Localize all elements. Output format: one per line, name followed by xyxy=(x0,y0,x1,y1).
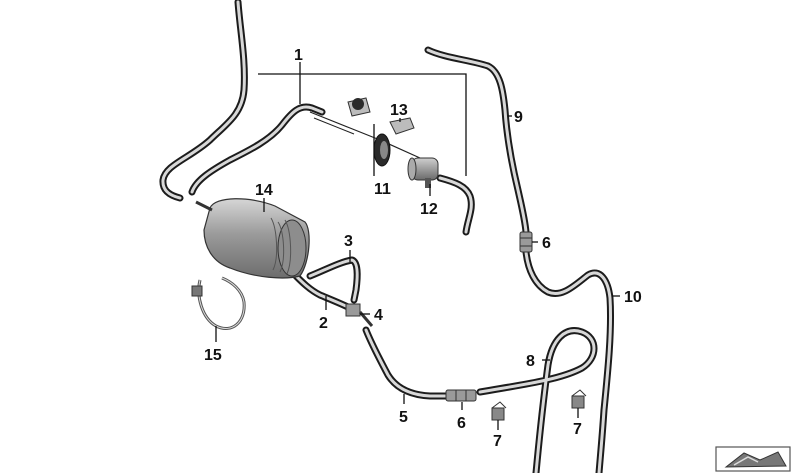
canister-14 xyxy=(195,198,310,279)
callout-4: 4 xyxy=(374,307,383,324)
leader-lines xyxy=(215,62,620,430)
callout-1: 1 xyxy=(294,47,303,64)
clip-7-right xyxy=(571,389,587,409)
hose-2 xyxy=(292,272,354,312)
callout-9: 9 xyxy=(514,109,523,126)
hose-10 xyxy=(522,248,615,473)
hose-5 xyxy=(362,326,450,400)
callout-7-left: 7 xyxy=(493,433,502,450)
hose-3 xyxy=(306,256,361,304)
valve-12 xyxy=(407,157,439,188)
callout-2: 2 xyxy=(319,315,328,332)
connector-6-lower xyxy=(445,389,477,402)
valve-ring-11 xyxy=(373,133,391,167)
vehicle-outline-icon xyxy=(715,446,791,472)
callout-3: 3 xyxy=(344,233,353,250)
connector-4 xyxy=(345,303,374,327)
callout-10: 10 xyxy=(624,289,642,306)
callout-6-lower: 6 xyxy=(457,415,466,432)
callout-13: 13 xyxy=(390,102,408,119)
callout-12: 12 xyxy=(420,201,438,218)
hose-1-right-end xyxy=(436,174,475,236)
callout-14: 14 xyxy=(255,182,273,199)
bracket-13 xyxy=(347,97,415,135)
connector-6-upper xyxy=(519,231,533,253)
clip-7-left xyxy=(491,401,507,421)
callout-7-right: 7 xyxy=(573,421,582,438)
hose-8 xyxy=(476,327,598,473)
callout-15: 15 xyxy=(204,347,222,364)
hose-1-long xyxy=(159,0,248,202)
clamp-15 xyxy=(191,276,246,330)
callout-6-upper: 6 xyxy=(542,235,551,252)
hose-9 xyxy=(424,46,530,236)
callout-5: 5 xyxy=(399,409,408,426)
callout-11: 11 xyxy=(374,181,391,198)
callout-8: 8 xyxy=(526,353,535,370)
hose-1-to-valve xyxy=(188,103,326,196)
